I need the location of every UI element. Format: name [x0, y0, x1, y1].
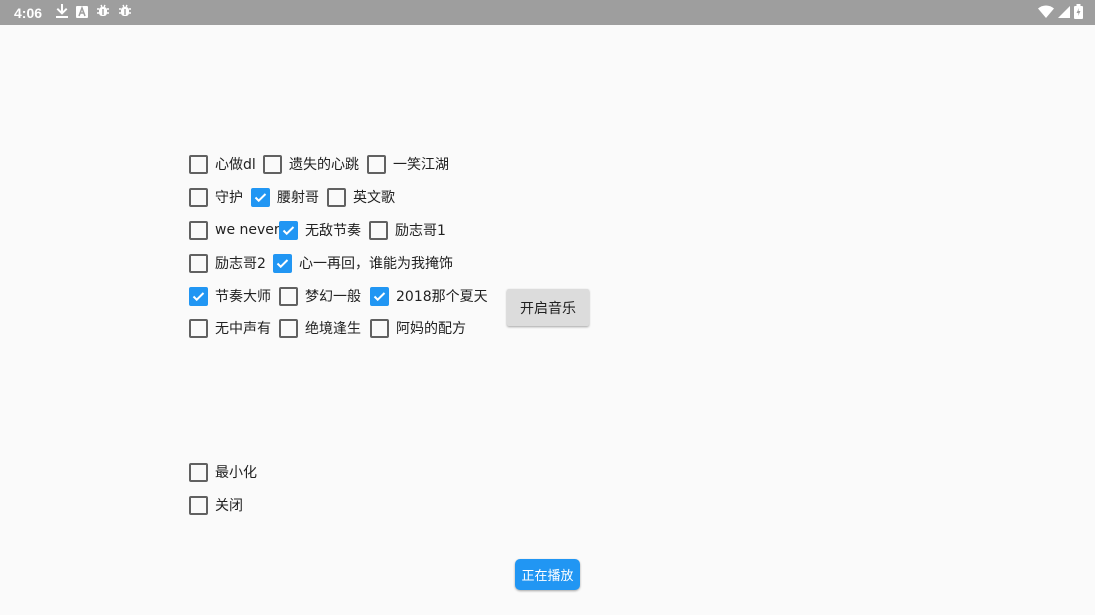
checkbox-icon[interactable] [370, 286, 389, 306]
checkbox-icon[interactable] [189, 286, 208, 306]
song-checkbox-9[interactable]: 励志哥2 [189, 251, 266, 275]
song-label: 心做dl [215, 157, 256, 173]
checkbox-icon[interactable] [263, 154, 282, 174]
checkbox-icon[interactable] [189, 495, 208, 515]
song-label: 阿妈的配方 [396, 321, 466, 337]
checkbox-icon[interactable] [369, 220, 388, 240]
song-label: 2018那个夏天 [396, 289, 488, 305]
checkbox-icon[interactable] [189, 154, 208, 174]
song-checkbox-7[interactable]: 无敌节奏 [279, 218, 361, 242]
song-checkbox-10[interactable]: 心一再回，谁能为我掩饰 [273, 251, 453, 275]
song-checkbox-11[interactable]: 节奏大师 [189, 284, 271, 308]
option-label: 最小化 [215, 465, 257, 481]
song-label: 一笑江湖 [393, 157, 449, 173]
checkbox-icon[interactable] [273, 253, 292, 273]
song-label: 心一再回，谁能为我掩饰 [299, 256, 453, 272]
song-checkbox-3[interactable]: 守护 [189, 185, 243, 209]
song-label: 节奏大师 [215, 289, 271, 305]
song-label: 无敌节奏 [305, 223, 361, 239]
song-checkbox-4[interactable]: 腰射哥 [251, 185, 319, 209]
checkbox-icon[interactable] [279, 286, 298, 306]
status-time: 4:06 [14, 4, 43, 21]
song-label: we never [215, 222, 280, 238]
song-checkbox-2[interactable]: 一笑江湖 [367, 152, 449, 176]
a-badge-icon [76, 5, 89, 21]
now-playing-button[interactable]: 正在播放 [515, 559, 580, 590]
song-checkbox-8[interactable]: 励志哥1 [369, 218, 446, 242]
battery-icon [1074, 3, 1083, 22]
checkbox-icon[interactable] [370, 318, 389, 338]
checkbox-icon[interactable] [189, 318, 208, 338]
checkbox-icon[interactable] [189, 253, 208, 273]
signal-icon [1058, 5, 1070, 21]
checkbox-icon[interactable] [279, 318, 298, 338]
option-minimize-checkbox[interactable]: 最小化 [189, 460, 257, 484]
song-checkbox-14[interactable]: 无中声有 [189, 316, 271, 340]
song-label: 无中声有 [215, 321, 271, 337]
open-music-button[interactable]: 开启音乐 [507, 289, 589, 326]
song-checkbox-15[interactable]: 绝境逢生 [279, 316, 361, 340]
song-checkbox-13[interactable]: 2018那个夏天 [370, 284, 488, 308]
song-label: 遗失的心跳 [289, 157, 359, 173]
download-icon [56, 4, 69, 21]
song-checkbox-6[interactable]: we never [189, 218, 280, 242]
checkbox-icon[interactable] [189, 220, 208, 240]
song-checkbox-1[interactable]: 遗失的心跳 [263, 152, 359, 176]
status-bar: 4:06 [0, 0, 1095, 25]
bug-icon [96, 4, 110, 21]
song-checkbox-0[interactable]: 心做dl [189, 152, 256, 176]
song-checkbox-12[interactable]: 梦幻一般 [279, 284, 361, 308]
song-label: 腰射哥 [277, 190, 319, 206]
song-label: 梦幻一般 [305, 289, 361, 305]
option-label: 关闭 [215, 498, 243, 514]
checkbox-icon[interactable] [367, 154, 386, 174]
song-label: 励志哥1 [395, 223, 446, 239]
wifi-icon [1038, 5, 1054, 21]
song-checkbox-16[interactable]: 阿妈的配方 [370, 316, 466, 340]
song-label: 绝境逢生 [305, 321, 361, 337]
song-label: 英文歌 [353, 190, 395, 206]
checkbox-icon[interactable] [189, 187, 208, 207]
song-label: 守护 [215, 190, 243, 206]
checkbox-icon[interactable] [189, 462, 208, 482]
checkbox-icon[interactable] [327, 187, 346, 207]
bug-icon [118, 4, 132, 21]
song-label: 励志哥2 [215, 256, 266, 272]
checkbox-icon[interactable] [279, 220, 298, 240]
option-close-checkbox[interactable]: 关闭 [189, 493, 243, 517]
checkbox-icon[interactable] [251, 187, 270, 207]
song-checkbox-5[interactable]: 英文歌 [327, 185, 395, 209]
